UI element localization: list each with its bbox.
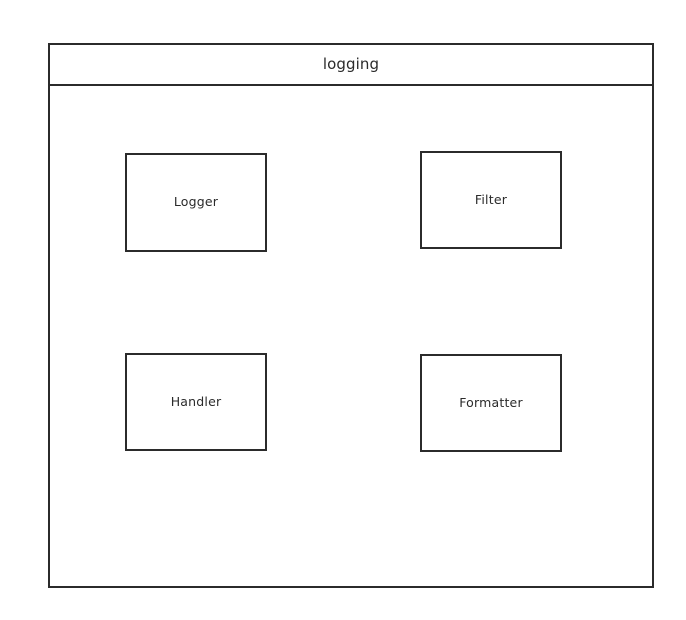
package-logging[interactable]: logging <box>48 43 654 588</box>
class-box-handler[interactable]: Handler <box>125 353 267 451</box>
class-label-handler: Handler <box>170 393 222 409</box>
class-label-formatter: Formatter <box>459 394 523 410</box>
class-box-formatter[interactable]: Formatter <box>420 354 562 452</box>
package-title: logging <box>322 55 380 73</box>
class-box-logger[interactable]: Logger <box>125 153 267 252</box>
class-label-logger: Logger <box>173 194 219 210</box>
class-label-filter: Filter <box>474 191 508 207</box>
package-header: logging <box>50 45 652 86</box>
class-box-filter[interactable]: Filter <box>420 151 562 249</box>
